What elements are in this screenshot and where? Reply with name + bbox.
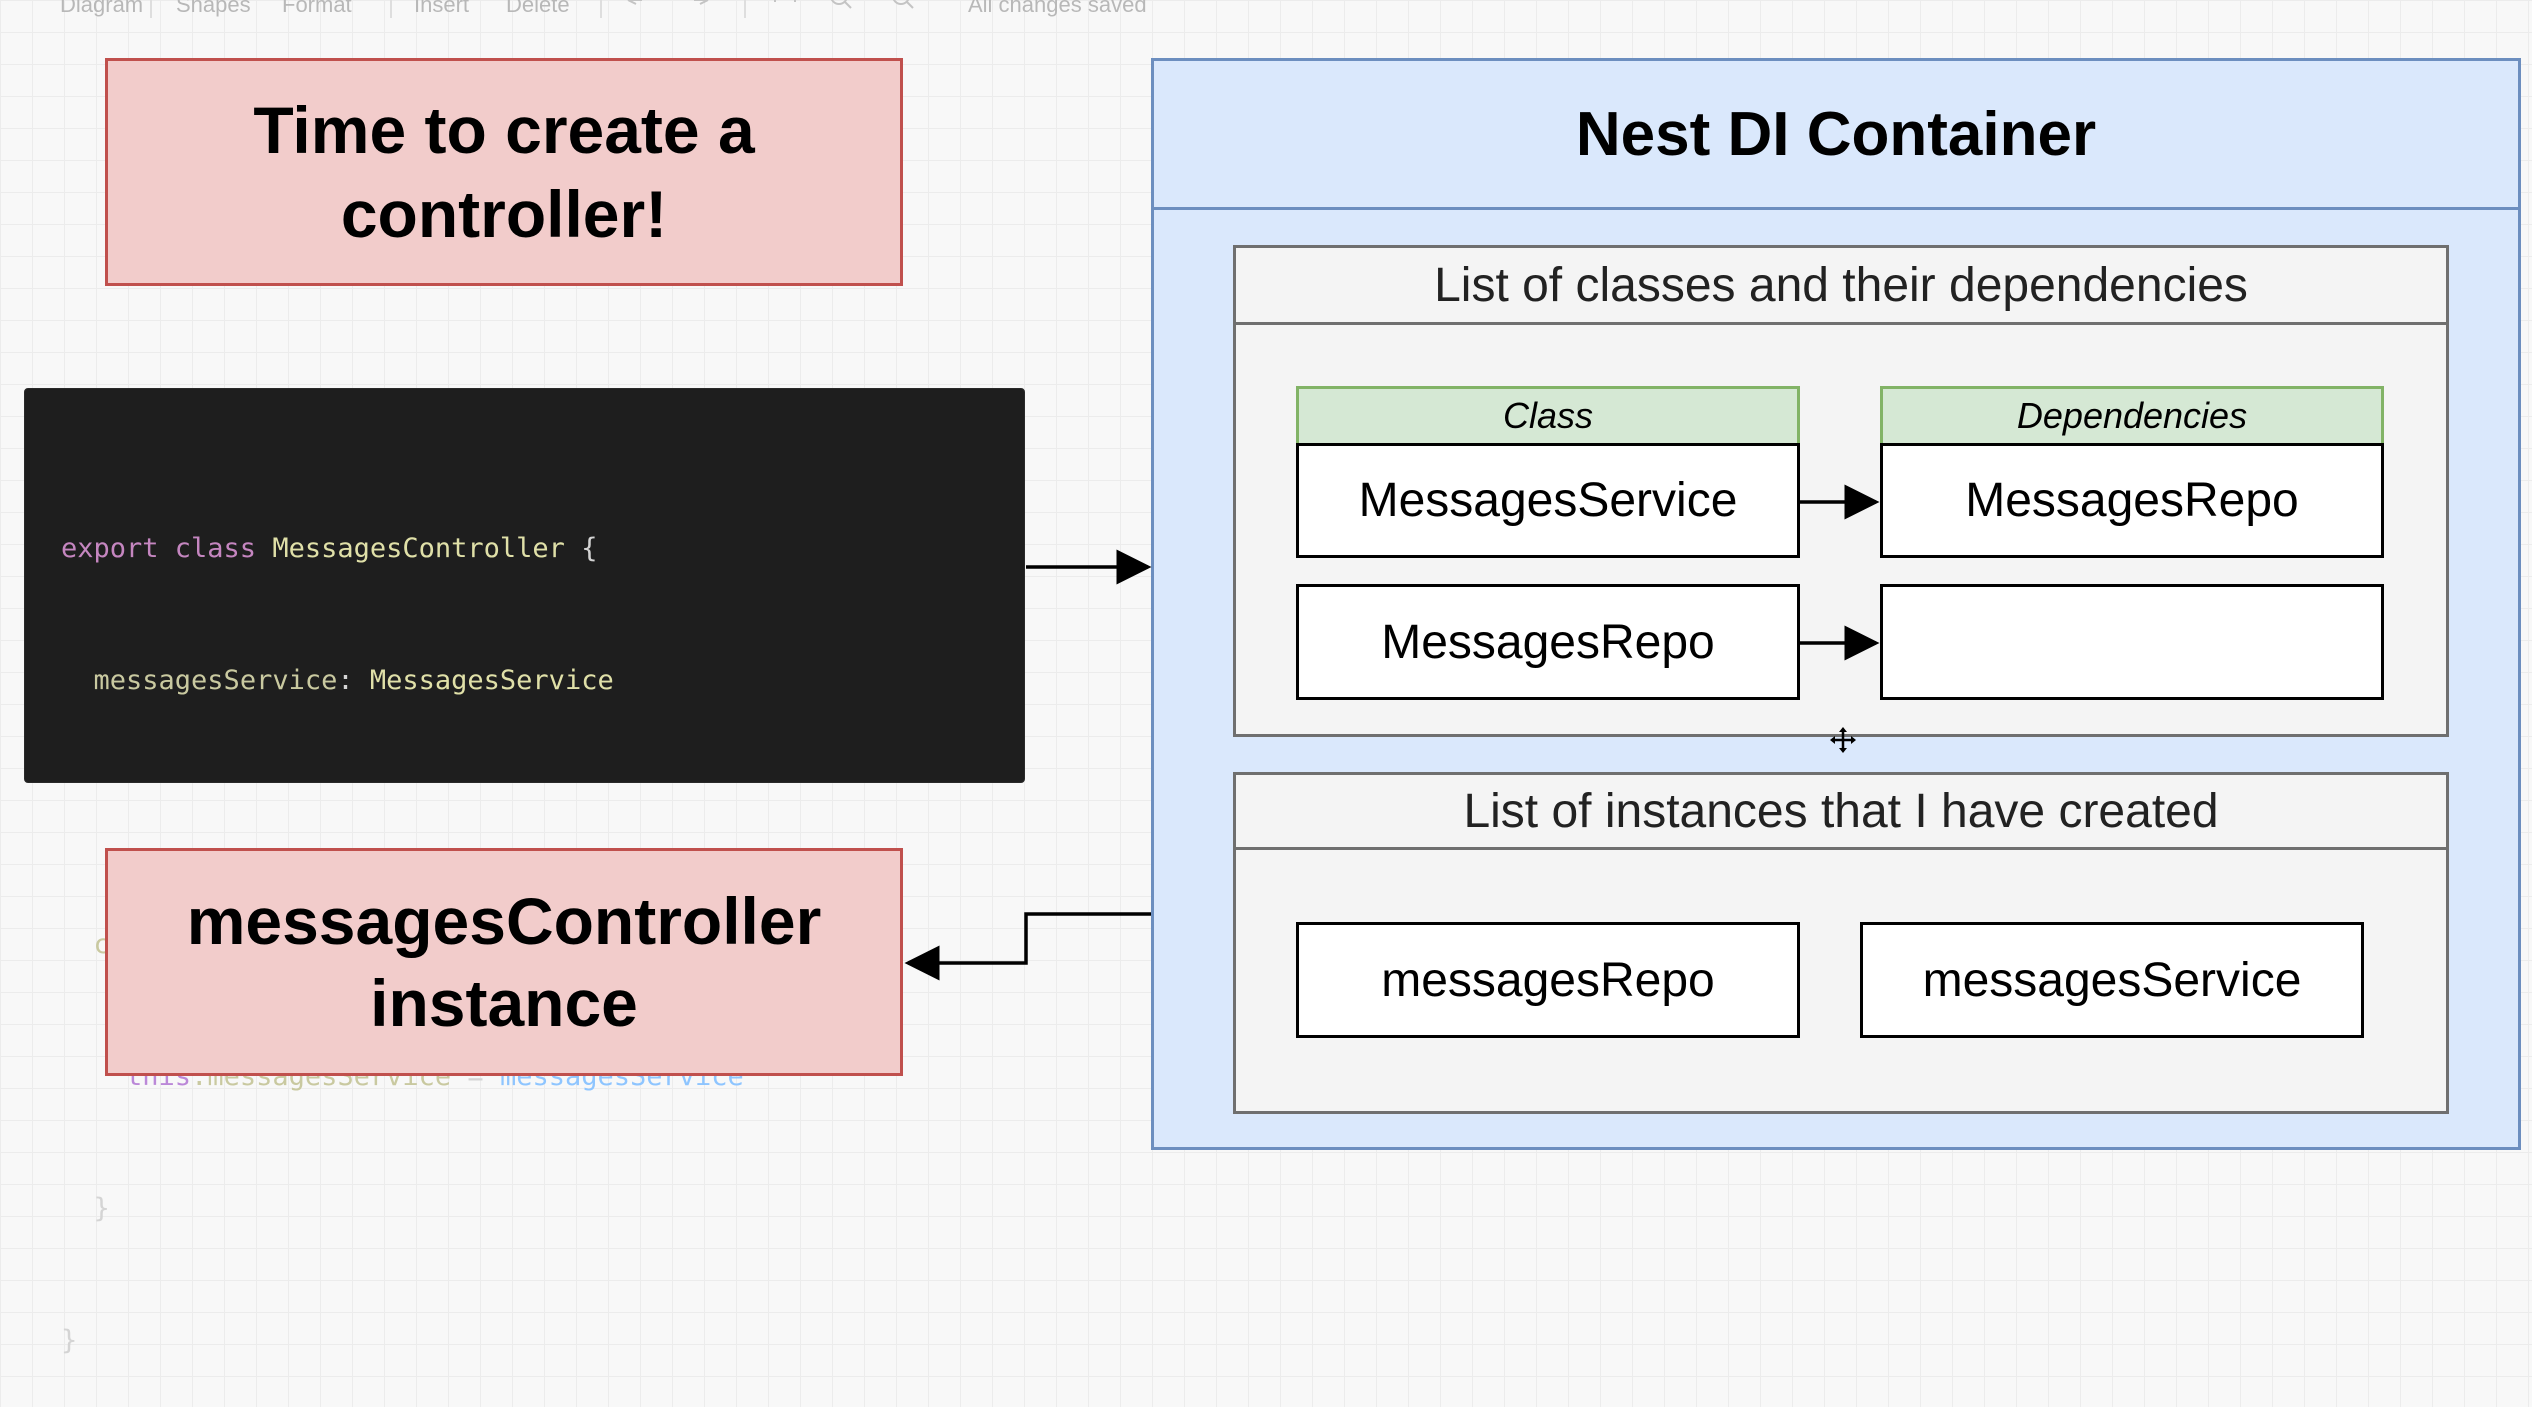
title-line-2: controller!: [340, 177, 668, 251]
class-cell[interactable]: MessagesService: [1296, 443, 1800, 558]
title-box[interactable]: Time to create a controller!: [105, 58, 903, 286]
connector-layer: [904, 484, 1880, 981]
toolbar-shapes-button[interactable]: Shapes: [176, 0, 251, 17]
toolbar-divider: [390, 0, 392, 18]
toolbar-divider: [600, 0, 602, 18]
move-cursor-icon: [1830, 727, 1856, 753]
redo-icon[interactable]: [686, 0, 712, 14]
title-line-1: Time to create a: [253, 93, 755, 167]
code-close-brace: }: [61, 1325, 78, 1356]
code-class-name: MessagesController: [272, 533, 565, 564]
code-brace: {: [564, 533, 598, 564]
result-line-1: messagesController: [186, 884, 822, 958]
toolbar-delete-button[interactable]: Delete: [506, 0, 570, 17]
code-property: messagesService: [93, 665, 338, 696]
toolbar-format-button[interactable]: Format: [282, 0, 352, 17]
toolbar: Diagram Shapes Format Insert Delete All …: [0, 0, 2532, 22]
code-type: MessagesService: [369, 665, 614, 696]
toolbar-divider: [150, 0, 152, 18]
toolbar-diagram-menu[interactable]: Diagram: [60, 0, 144, 17]
instance-cell[interactable]: messagesService: [1860, 922, 2364, 1038]
result-line-2: instance: [370, 966, 638, 1040]
classes-panel-title: List of classes and their dependencies: [1233, 245, 2449, 325]
code-line-1: export class MessagesController {: [61, 527, 1024, 571]
dependency-cell[interactable]: MessagesRepo: [1880, 443, 2384, 558]
result-box[interactable]: messagesController instance: [105, 848, 903, 1076]
di-container-title: Nest DI Container: [1151, 58, 2521, 210]
code-colon: :: [337, 665, 370, 696]
toolbar-insert-button[interactable]: Insert: [414, 0, 470, 17]
save-status: All changes saved: [968, 0, 1147, 17]
code-line-2: messagesService: MessagesService: [61, 659, 1024, 703]
zoom-in-icon[interactable]: [828, 0, 854, 14]
code-line-7: }: [61, 1319, 1024, 1363]
code-keyword: export class: [61, 533, 273, 564]
instances-panel-title: List of instances that I have created: [1233, 772, 2449, 850]
toolbar-divider: [744, 0, 746, 18]
container-to-result-arrow[interactable]: [904, 912, 1151, 981]
dependencies-column-header: Dependencies: [1880, 386, 2384, 446]
class-cell[interactable]: MessagesRepo: [1296, 584, 1800, 700]
instance-cell[interactable]: messagesRepo: [1296, 922, 1800, 1038]
undo-icon[interactable]: [624, 0, 650, 14]
code-close-brace: }: [93, 1193, 110, 1224]
zoom-out-icon[interactable]: [890, 0, 916, 14]
dependency-cell-empty[interactable]: [1880, 584, 2384, 700]
code-line-6: }: [61, 1187, 1024, 1231]
